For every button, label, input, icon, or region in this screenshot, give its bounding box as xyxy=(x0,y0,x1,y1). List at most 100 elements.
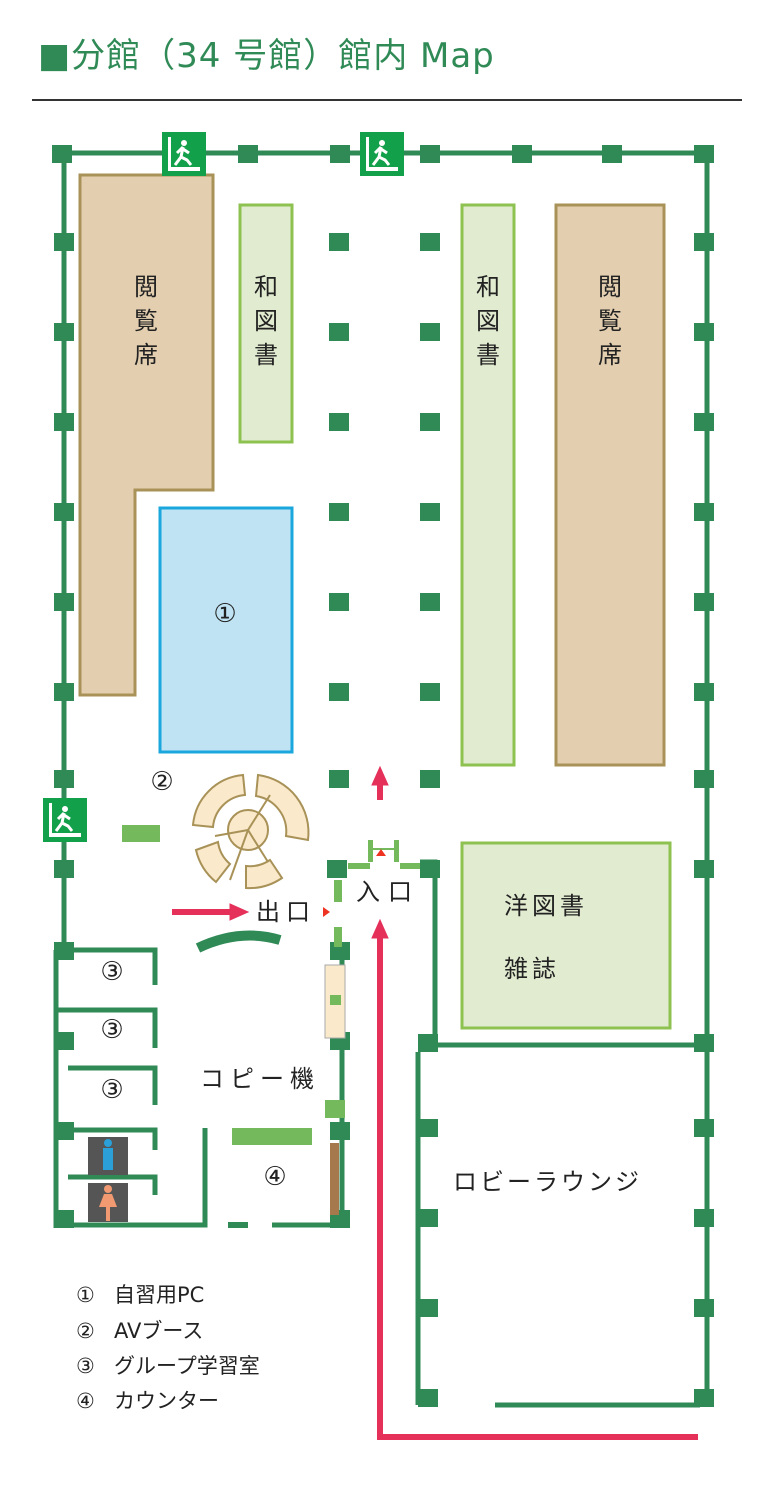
pillar xyxy=(418,1299,438,1317)
pillar xyxy=(54,233,74,251)
pillar xyxy=(420,860,440,878)
legend-label: AVブース xyxy=(114,1319,204,1343)
legend-num: ① xyxy=(76,1283,95,1307)
pillar xyxy=(694,860,714,878)
pillar xyxy=(238,145,258,163)
pillars xyxy=(52,145,714,1407)
page-title: ■分館（34 号館）館内 Map xyxy=(38,36,495,76)
pc-area-label: ① xyxy=(213,599,236,629)
legend-item: ③ グループ学習室 xyxy=(76,1350,260,1380)
japanese-books-left-label: 和図書 xyxy=(254,273,278,369)
pillar xyxy=(420,145,440,163)
legend-item: ② AVブース xyxy=(76,1315,203,1345)
pillar xyxy=(329,233,349,251)
pillar xyxy=(54,413,74,431)
pillar xyxy=(694,1034,714,1052)
magazines-label: 雑誌 xyxy=(504,955,560,983)
pillar xyxy=(329,683,349,701)
pillar xyxy=(694,503,714,521)
reading-seats-right-label: 閲覧席 xyxy=(598,273,622,369)
pillar xyxy=(54,1032,74,1050)
pillar xyxy=(327,860,347,878)
legend-num: ② xyxy=(76,1319,95,1343)
pillar xyxy=(694,770,714,788)
av-desk xyxy=(122,825,160,842)
pillar xyxy=(329,323,349,341)
pillar xyxy=(54,683,74,701)
legend-label: カウンター xyxy=(114,1389,219,1413)
pillar xyxy=(329,593,349,611)
lobby-label: ロビーラウンジ xyxy=(453,1168,642,1196)
legend-num: ③ xyxy=(76,1354,95,1378)
pillar xyxy=(694,1119,714,1137)
entrance-marker xyxy=(376,849,386,856)
pillar xyxy=(420,503,440,521)
pillar xyxy=(694,593,714,611)
reading-seats-right xyxy=(554,203,666,767)
restrooms xyxy=(88,1137,128,1222)
entrance-gates xyxy=(232,840,420,1145)
pillar xyxy=(54,942,74,960)
pillar xyxy=(602,145,622,163)
pillar xyxy=(54,593,74,611)
pillar xyxy=(420,233,440,251)
av-booth xyxy=(191,773,310,890)
route-arrows xyxy=(172,765,698,1440)
japanese-books-right xyxy=(460,203,516,767)
pillar xyxy=(420,323,440,341)
pillar xyxy=(694,1209,714,1227)
counter-label: ④ xyxy=(263,1162,286,1192)
japanese-books-left xyxy=(238,203,294,444)
pillar xyxy=(418,1119,438,1137)
exit-marker xyxy=(323,907,330,917)
pillar xyxy=(54,1122,74,1140)
pillar xyxy=(329,770,349,788)
pillar xyxy=(420,770,440,788)
group-room-label: ③ xyxy=(100,1015,123,1045)
pillar xyxy=(54,323,74,341)
pillar xyxy=(420,593,440,611)
pillar xyxy=(694,1389,714,1407)
pillar xyxy=(418,1034,438,1052)
pillar xyxy=(54,860,74,878)
pillar xyxy=(694,1299,714,1317)
pillar xyxy=(420,413,440,431)
av-booth-label: ② xyxy=(150,767,173,797)
pillar xyxy=(418,1209,438,1227)
pillar xyxy=(329,413,349,431)
exit-label: 出口 xyxy=(256,898,316,926)
reading-seats-left-label: 閲覧席 xyxy=(134,273,158,369)
pillar xyxy=(694,323,714,341)
partition-arc xyxy=(195,930,282,953)
pillar xyxy=(330,1122,350,1140)
copier-label: コピー機 xyxy=(200,1065,320,1093)
pillar xyxy=(694,683,714,701)
pillar xyxy=(54,770,74,788)
legend-item: ④ カウンター xyxy=(76,1385,219,1415)
pillar xyxy=(329,503,349,521)
pillar xyxy=(420,683,440,701)
group-room-label: ③ xyxy=(100,957,123,987)
pillar xyxy=(694,233,714,251)
shelf xyxy=(330,1143,339,1215)
pillar xyxy=(54,503,74,521)
emergency-exit-icon xyxy=(43,798,87,842)
western-books-label: 洋図書 xyxy=(504,892,588,920)
legend-label: 自習用PC xyxy=(114,1283,205,1307)
reading-seats-left xyxy=(78,173,215,697)
emergency-exits xyxy=(43,132,404,842)
entrance-label: 入口 xyxy=(356,878,420,906)
legend-label: グループ学習室 xyxy=(114,1354,260,1378)
pillar xyxy=(512,145,532,163)
pillar xyxy=(330,145,350,163)
title-divider xyxy=(32,99,742,101)
emergency-exit-icon xyxy=(162,132,206,176)
pillar xyxy=(54,1210,74,1228)
pillar xyxy=(418,1389,438,1407)
japanese-books-right-label: 和図書 xyxy=(476,273,500,369)
group-room-label: ③ xyxy=(100,1075,123,1105)
western-books-area xyxy=(460,841,672,1030)
legend-item: ① 自習用PC xyxy=(76,1279,204,1309)
legend-num: ④ xyxy=(76,1389,95,1413)
